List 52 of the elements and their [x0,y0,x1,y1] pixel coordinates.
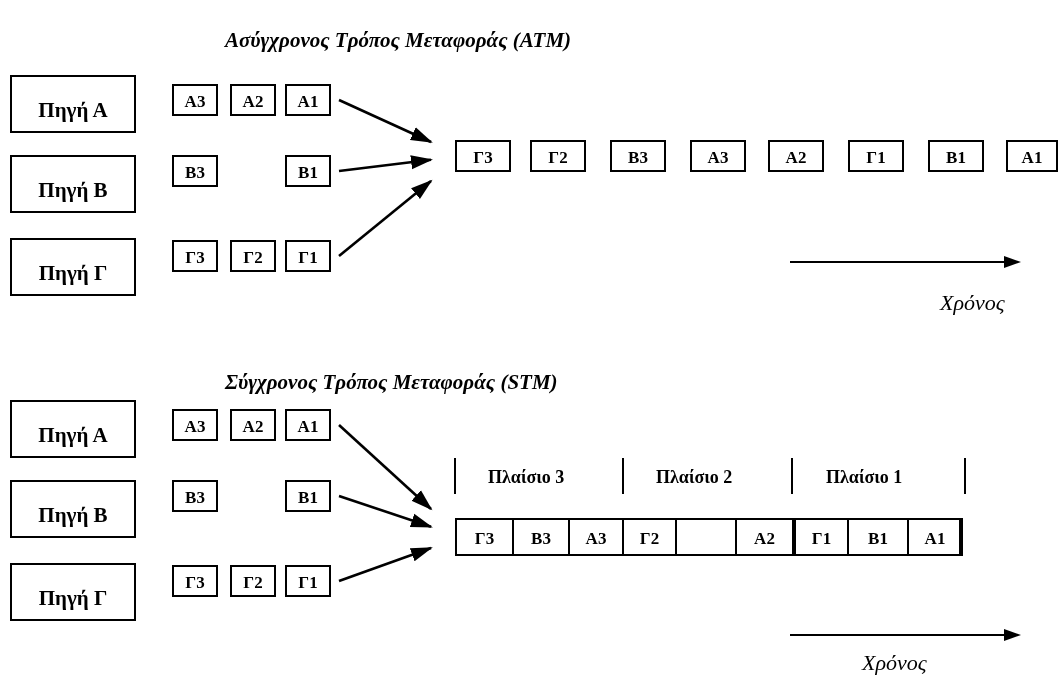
source-box: Πηγή Γ [10,563,136,621]
source-box: Πηγή Γ [10,238,136,296]
cell-box: Γ3 [172,565,218,597]
arrow [338,155,433,173]
arrow [338,424,433,511]
cell-box: Γ3 [455,140,511,172]
cell-box: Α2 [768,140,824,172]
source-box: Πηγή Β [10,480,136,538]
frame-cell: Γ2 [622,520,677,554]
cell-box: Β1 [928,140,984,172]
cell-box: Γ1 [285,565,331,597]
cell-box: Α3 [172,84,218,116]
frame-cell: Α1 [907,520,961,554]
frame-cell: Γ3 [457,520,512,554]
frame-cell: Β3 [512,520,568,554]
axis-label: Χρόνος [862,650,927,675]
arrow [338,546,433,583]
frame-cell: Β1 [847,520,907,554]
source-box: Πηγή Β [10,155,136,213]
cell-box: Β1 [285,480,331,512]
frame-label: Πλαίσιο 1 [826,467,903,488]
cell-box: Β3 [172,155,218,187]
source-box: Πηγή Α [10,400,136,458]
cell-box: Α2 [230,84,276,116]
cell-box: Α3 [690,140,746,172]
arrow [338,494,433,528]
cell-box: Α1 [285,409,331,441]
cell-box: Β3 [172,480,218,512]
frame-row [455,518,963,556]
arrow [338,179,433,257]
cell-box: Β1 [285,155,331,187]
frame-cell: Γ1 [792,520,847,554]
arrow [338,98,433,144]
frame-label: Πλαίσιο 3 [488,467,565,488]
source-box: Πηγή Α [10,75,136,133]
frame-cell: Α2 [735,520,792,554]
cell-box: Γ2 [230,240,276,272]
cell-box: Γ2 [230,565,276,597]
axis-label: Χρόνος [940,290,1005,316]
cell-box: Γ2 [530,140,586,172]
cell-box: Γ1 [285,240,331,272]
frame-label: Πλαίσιο 2 [656,467,733,488]
cell-box: Α2 [230,409,276,441]
section-title: Ασύγχρονος Τρόπος Μεταφοράς (ATM) [225,28,572,53]
cell-box: Α1 [1006,140,1058,172]
cell-box: Γ1 [848,140,904,172]
cell-box: Γ3 [172,240,218,272]
cell-box: Α1 [285,84,331,116]
frame-cell: Α3 [568,520,622,554]
cell-box: Β3 [610,140,666,172]
cell-box: Α3 [172,409,218,441]
section-title: Σύγχρονος Τρόπος Μεταφοράς (STM) [225,370,558,395]
